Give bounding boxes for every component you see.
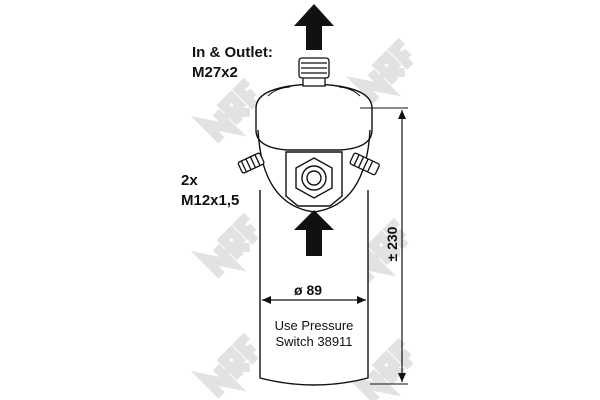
- inlet-port: [285, 151, 343, 207]
- side-count-label: 2x: [181, 172, 198, 189]
- outlet-thread-label: M27x2: [192, 64, 238, 81]
- side-thread-label: M12x1,5: [181, 192, 240, 209]
- outlet-fitting: [298, 57, 330, 87]
- note-line-2: Switch 38911: [275, 334, 353, 349]
- outlet-arrow-icon: [294, 4, 334, 50]
- height-dimension: [360, 107, 408, 385]
- height-label: ± 230: [384, 226, 400, 262]
- inlet-arrow-icon: [294, 210, 334, 256]
- diameter-label: ø 89: [294, 282, 323, 298]
- left-side-fitting: [237, 152, 265, 174]
- outlet-title-label: In & Outlet:: [192, 44, 273, 61]
- right-side-fitting: [349, 152, 380, 176]
- note-line-1: Use Pressure: [274, 318, 354, 333]
